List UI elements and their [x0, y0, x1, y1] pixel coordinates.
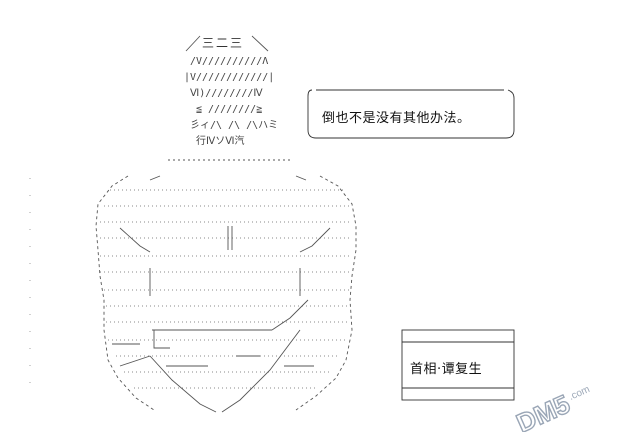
aa-line-5: 彡ィ/\ /\ /\ハミ	[190, 120, 279, 131]
aa-line-6: 行ⅣソⅥ汽	[196, 136, 245, 147]
hat-right-edge	[251, 35, 269, 52]
body-right-edge	[295, 175, 357, 411]
aa-line-1: /V//////////Λ	[190, 56, 269, 67]
aa-line-2: |V////////////|	[184, 72, 275, 83]
speech-bubble-text: 倒也不是没有其他办法。	[322, 111, 471, 126]
aa-line-3: Ⅵ)////////Ⅳ	[190, 88, 263, 99]
robe-diagonal-right	[271, 299, 309, 331]
watermark-logo: DM5 .com	[511, 384, 591, 432]
aa-line-4: ≦ ////////≧	[196, 104, 263, 115]
left-arm-fold	[119, 227, 151, 253]
hat-left-edge	[185, 35, 201, 52]
character-name-label: 首相·谭复生	[410, 362, 483, 377]
robe-v-left	[149, 355, 217, 413]
name-box-outline	[401, 329, 515, 401]
right-arm-fold	[299, 227, 331, 253]
watermark-sub: .com	[567, 384, 591, 403]
speech-bubble-outline	[307, 89, 515, 139]
body-left-edge	[95, 175, 155, 411]
robe-fold	[119, 355, 151, 367]
robe-corner-left	[153, 330, 170, 349]
watermark-text: DM5	[512, 389, 574, 432]
shoulder-left	[149, 175, 161, 181]
robe-v-right	[221, 329, 301, 413]
shoulder-right	[295, 175, 307, 181]
crown-label: 三二三	[202, 36, 245, 50]
